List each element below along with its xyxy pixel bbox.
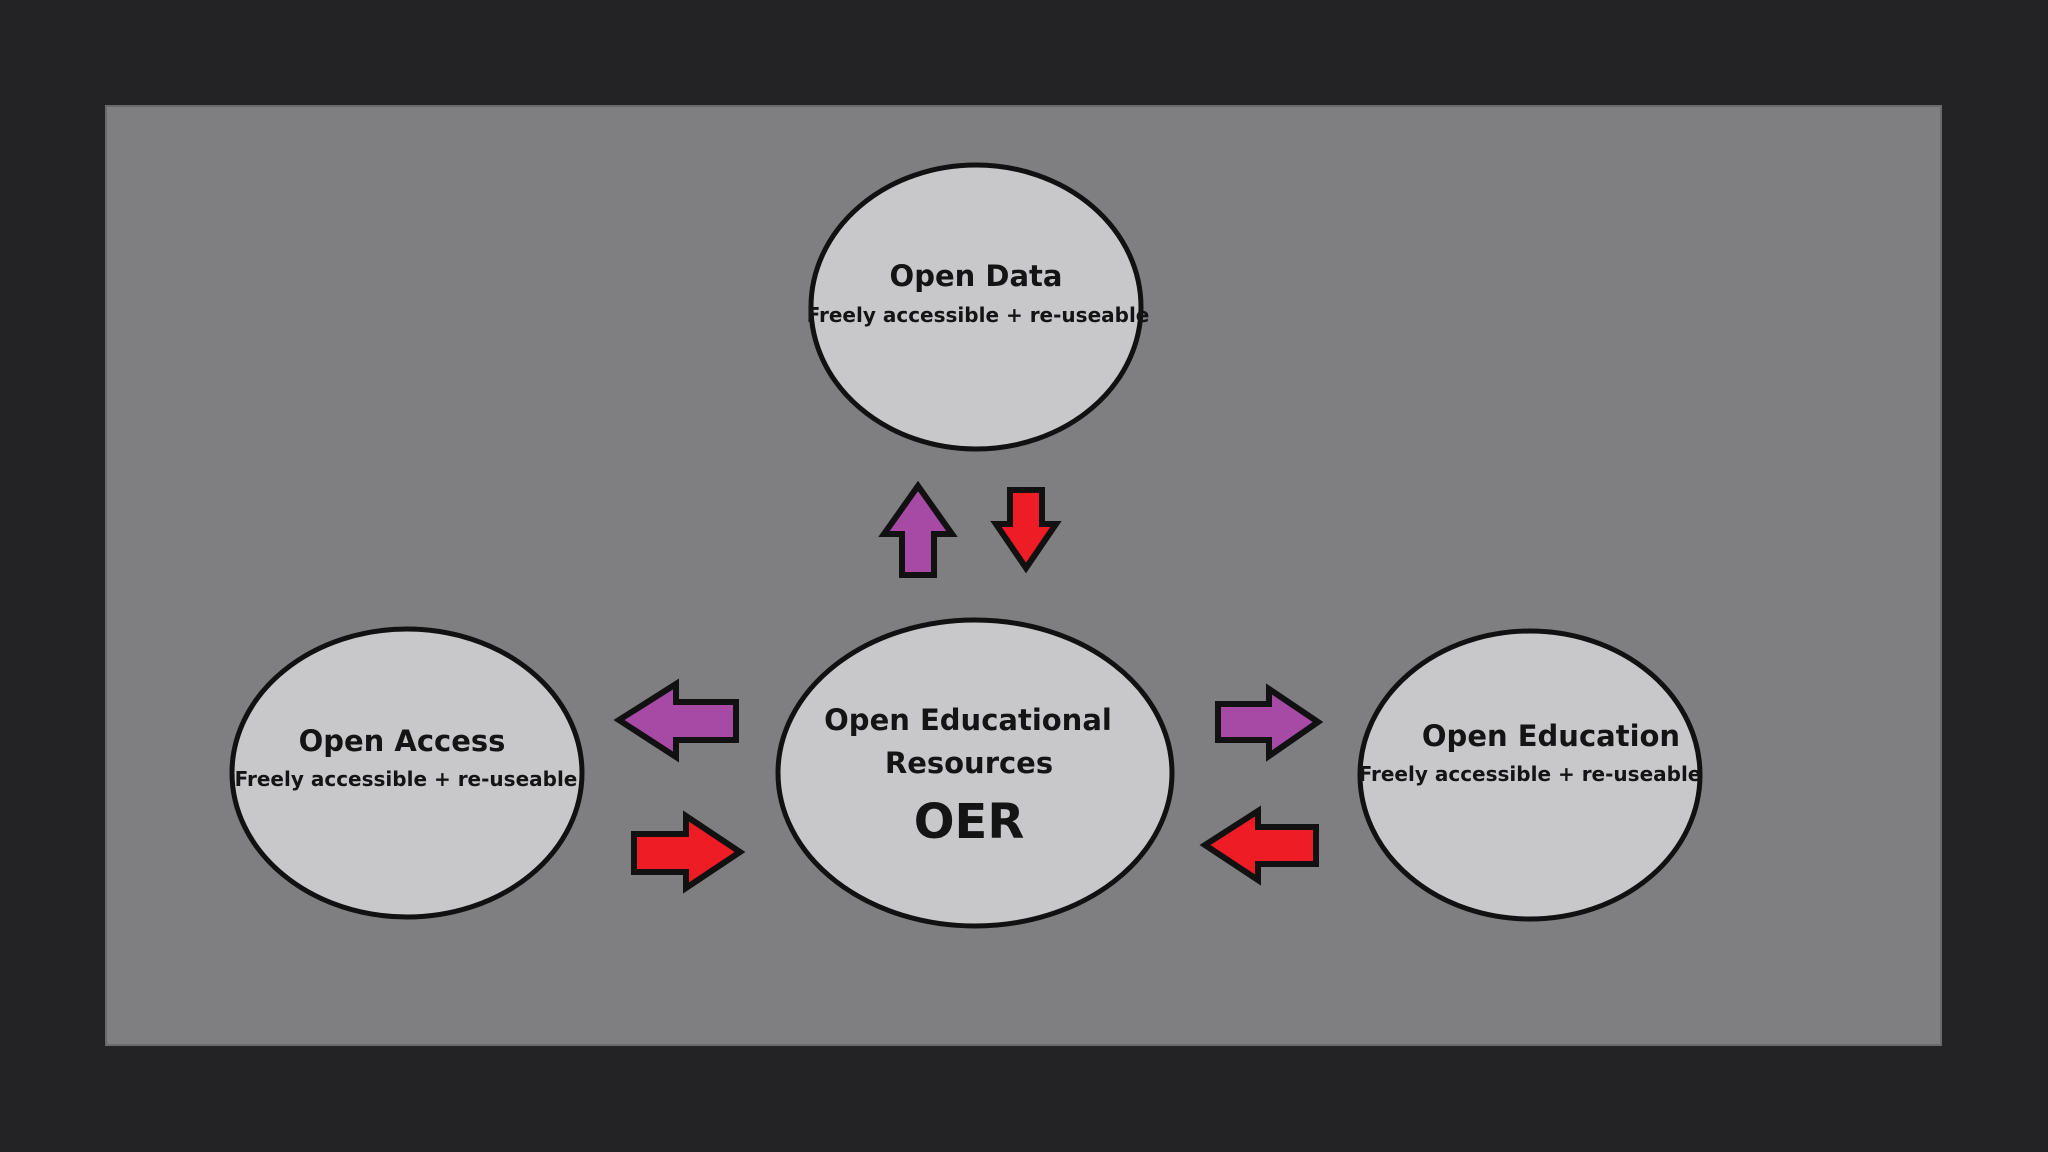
arrow-right-open-access-to-oer <box>631 810 746 894</box>
arrow-up-oer-to-open-data <box>878 480 958 578</box>
node-open-access-subtitle: Freely accessible + re-useable <box>235 767 578 791</box>
arrow-right-oer-to-open-education <box>1215 683 1324 762</box>
node-oer-title-line1: Open Educational <box>824 703 1112 737</box>
node-oer-shape <box>775 617 1175 929</box>
node-open-data-title: Open Data <box>890 259 1063 293</box>
node-open-data-shape <box>808 162 1144 452</box>
node-open-education-title: Open Education <box>1422 719 1680 753</box>
node-open-education-subtitle: Freely accessible + re-useable <box>1359 762 1702 786</box>
node-oer-title-line2: Resources <box>885 746 1053 780</box>
node-oer: Open Educational Resources OER <box>775 617 1175 929</box>
node-open-access-title: Open Access <box>299 724 506 758</box>
node-open-access-shape <box>229 626 585 920</box>
node-open-access: Open Access Freely accessible + re-useab… <box>229 626 585 920</box>
node-oer-acronym: OER <box>914 794 1025 850</box>
arrow-left-oer-to-open-access <box>613 678 739 763</box>
node-open-education-shape <box>1357 628 1703 922</box>
node-open-education: Open Education Freely accessible + re-us… <box>1357 628 1703 922</box>
arrow-down-open-data-to-oer <box>990 487 1062 574</box>
node-open-data: Open Data Freely accessible + re-useable <box>807 162 1150 452</box>
arrow-left-open-education-to-oer <box>1199 805 1319 886</box>
node-open-data-subtitle: Freely accessible + re-useable <box>807 303 1150 327</box>
